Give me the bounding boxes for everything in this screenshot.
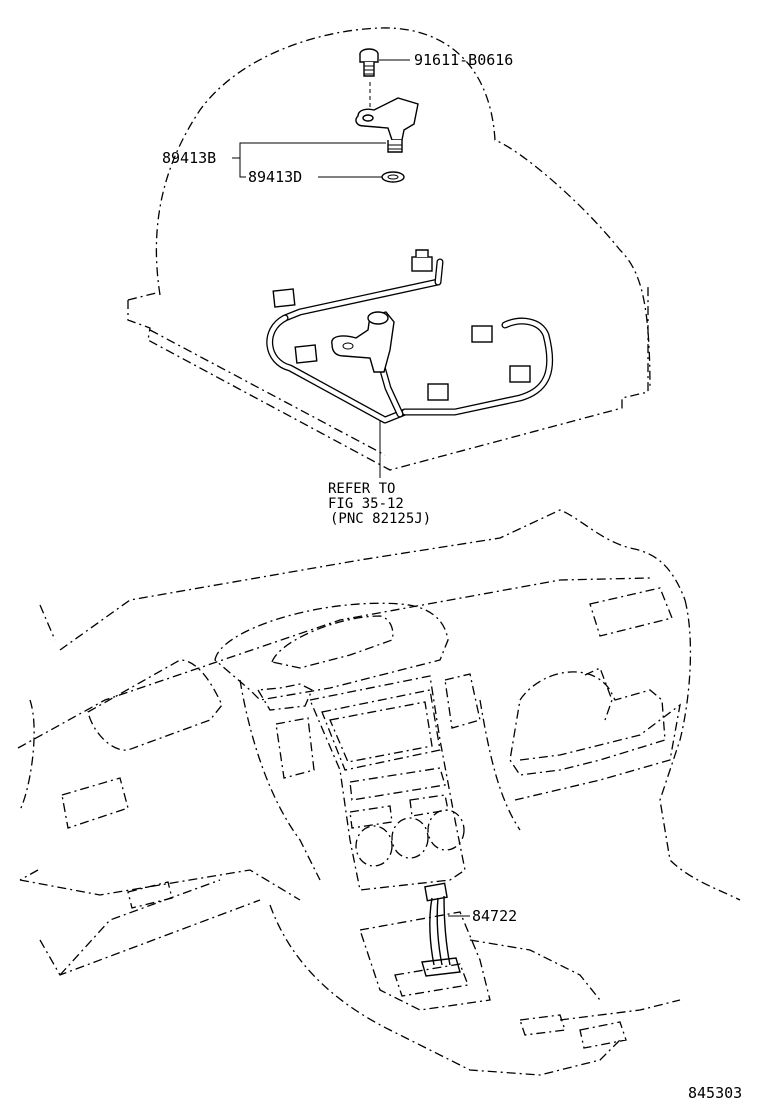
o-ring-part[interactable] [381,171,405,183]
climate-knob-left [355,825,393,867]
sensor-part-number: 89413B [162,149,216,167]
connector-f [509,365,531,383]
climate-knob-right [427,809,465,851]
center-display [321,689,441,771]
console-tray [394,963,469,997]
engine-plate-outline [127,285,649,471]
connector-d [427,383,449,401]
connector-e [471,325,493,343]
steering-column-trace [239,679,321,881]
connector-c-clip [415,249,429,257]
glovebox-outline [509,671,666,776]
glovebox-inner [514,703,681,801]
dashboard-right-edge [659,599,741,901]
shift-cable-part[interactable] [421,882,461,977]
console-outline [269,904,681,1076]
detail-cloud-outline [155,27,651,391]
stack-right-trace [479,699,521,831]
harness-ref-line-1: REFER TO [328,481,395,497]
connector-b [294,344,318,364]
sensor-part[interactable] [355,97,419,153]
engine-area-detail [127,27,651,478]
dashboard-illustration [17,509,741,1076]
dashboard-top-edge [59,509,686,651]
harness-ref-line-2: FIG 35-12 [328,496,404,512]
figure-code: 845303 [688,1084,742,1102]
stack-vent-left [275,717,315,779]
left-lower-panel [39,899,261,976]
console-side [469,939,601,1001]
sensor-leader [232,142,386,159]
cluster-opening [256,683,313,711]
center-buttons [349,767,446,801]
engine-plate-edge [149,329,386,456]
center-display-inner [329,701,433,763]
o-ring-bracket [239,158,246,178]
wire-harness [266,258,554,424]
center-stack-outline [309,675,466,891]
console-shifter-base [359,911,491,1011]
harness-ref-line-3: (PNC 82125J) [330,511,431,527]
connector-a [272,288,296,308]
bolt-part-number: 91611-B0616 [414,51,513,69]
connector-c [411,256,433,272]
center-panel-row [349,794,449,829]
console-cupholder [519,1014,627,1049]
passenger-vent [584,667,613,721]
dashboard-left-edge [19,699,39,881]
cluster-hood [214,602,449,701]
cluster-inner [271,615,394,669]
installed-sensor [331,311,395,373]
left-vent-upper [87,659,223,751]
o-ring-hole [387,174,399,180]
left-vent-small [127,881,173,909]
climate-knob-center [391,817,429,859]
right-vent-upper [589,587,673,637]
left-vent-lower [61,777,129,829]
shift-cable-part-number: 84722 [472,907,517,925]
dashboard-windshield-line [17,577,651,749]
bolt-part[interactable] [359,48,379,77]
stack-vent-right [444,673,481,729]
dashboard-lower-left [19,869,301,976]
o-ring-part-number: 89413D [248,168,302,186]
left-edge-line [39,604,56,641]
